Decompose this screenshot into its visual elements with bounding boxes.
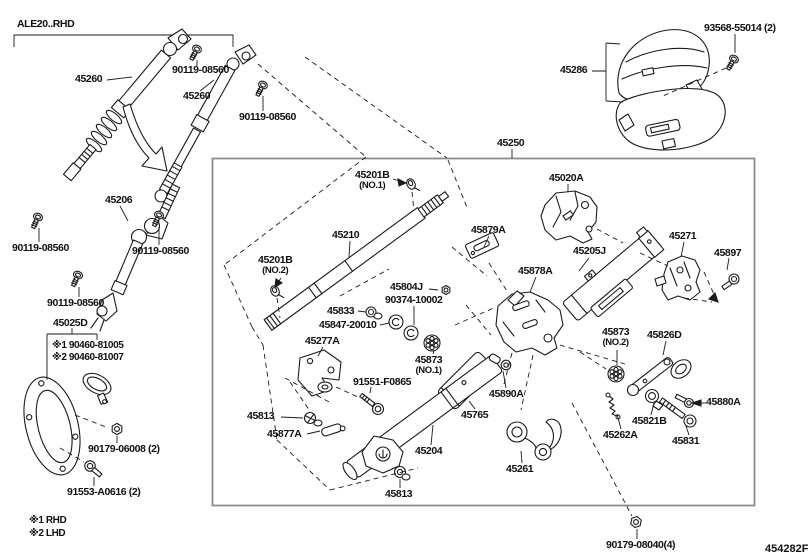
plate-45879a <box>465 232 499 259</box>
shaft-45210 <box>264 190 450 330</box>
screw-90119-1 <box>186 43 204 63</box>
clamp-45821b <box>646 390 664 411</box>
lever-45261 <box>507 419 561 460</box>
spring-45262a <box>606 393 620 419</box>
washer-45847-1 <box>388 314 404 330</box>
bolt-45880a <box>675 394 693 407</box>
housing-45020a <box>541 191 597 243</box>
cover-45286 <box>616 30 725 150</box>
nut-45804j <box>441 285 451 295</box>
bracket-45277a <box>298 350 341 396</box>
joint-45206 <box>91 184 180 331</box>
direction-arrow <box>123 104 167 171</box>
screw-93568 <box>723 53 741 73</box>
bracket-45878a <box>496 291 563 355</box>
bracket-45271 <box>655 256 700 300</box>
screw-90119-3 <box>28 211 45 231</box>
boot-45025d <box>15 369 117 481</box>
bolt-91553 <box>85 461 102 477</box>
bolt-45813-b <box>395 467 411 481</box>
washer-45847-2 <box>403 325 419 341</box>
nut-90179-08040 <box>629 514 643 530</box>
clip-45201b-1 <box>404 176 421 195</box>
clamp-90460 <box>76 369 117 407</box>
lever-45826d <box>627 356 694 396</box>
assembly-dashed-lines <box>60 57 726 516</box>
shaft-45260-second <box>155 45 256 202</box>
label-leader-lines <box>39 34 735 539</box>
screw-90119-2 <box>252 79 270 99</box>
screw-90119-5 <box>68 269 85 289</box>
bolt-45897 <box>722 274 739 290</box>
bolt-45813-a <box>305 413 323 427</box>
collar-45873-no2 <box>607 365 625 383</box>
tube-45204 <box>340 355 502 482</box>
bolt-91551 <box>360 393 384 414</box>
bolt-45833 <box>366 307 382 319</box>
bolt-45831 <box>660 398 696 427</box>
pin-45890a <box>488 353 511 370</box>
nut-90179-06008 <box>111 422 123 436</box>
region-bracket <box>14 35 233 47</box>
collar-45873-no1 <box>423 334 441 352</box>
tube-45205j <box>558 226 670 329</box>
assembly-box <box>213 159 755 506</box>
pin-45877a <box>321 422 346 437</box>
